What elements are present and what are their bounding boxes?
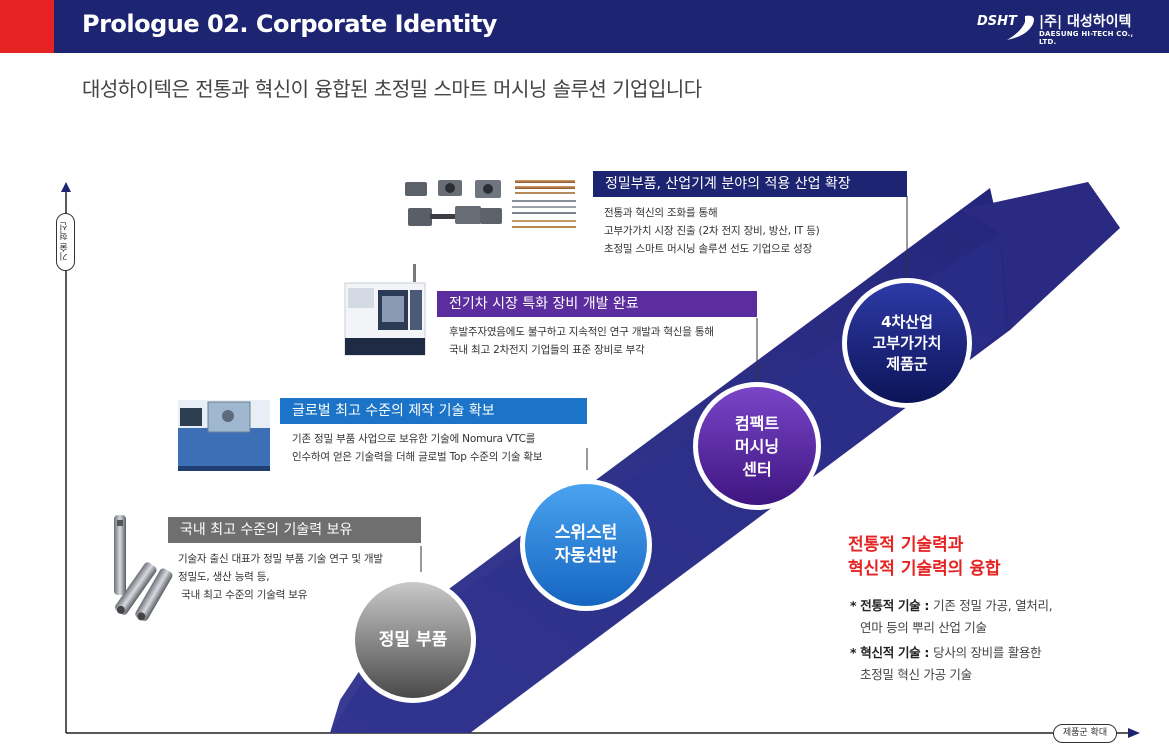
card-desc-line: 인수하여 얻은 기술력을 더해 글로벌 Top 수준의 기술 확보 [292,451,543,463]
connector-lines [420,196,908,572]
fusion-cont: 연마 등의 뿌리 산업 기술 [860,620,987,635]
fusion-bullet: * [850,645,861,660]
precision-shafts-picture [114,515,173,622]
page-title: Prologue 02. Corporate Identity [82,10,497,38]
logo-korean-name: |주| 대성하이텍 [1039,14,1132,30]
card-desc-line: 초정밀 스마트 머시닝 솔루션 선도 기업으로 성장 [604,243,813,255]
circle-precision-parts [350,577,476,703]
fusion-desc: 당사의 장비를 활용한 [933,645,1042,660]
fusion-term: 혁신적 기술 [860,645,921,660]
card-desc-line: 국내 최고 2차전지 기업들의 표준 장비로 부각 [449,344,645,356]
x-axis-label: 제품군 확대 [1053,724,1117,743]
page-subtitle: 대성하이텍은 전통과 혁신이 융합된 초정밀 스마트 머시닝 솔루션 기업입니다 [82,77,702,101]
y-axis-label: 기술 혁신 [56,213,75,271]
circle-compact-machining [693,382,821,510]
company-logo: DSHT |주| 대성하이텍 DAESUNG HI-TECH CO., LTD. [977,10,1147,46]
circle-label-high-value: 4차산업 고부가가치 제품군 [872,312,942,373]
header-bar: Prologue 02. Corporate Identity DSHT |주|… [0,0,1169,53]
card-title-expansion: 정밀부품, 산업기계 분야의 적용 산업 확장 [593,171,907,197]
circle-label-precision-parts: 정밀 부품 [378,629,448,650]
card-desc-line: 전통과 혁신의 조화를 통해 [604,207,718,219]
card-desc-line: 기술자 출신 대표가 정밀 부품 기술 연구 및 개발 [178,553,383,565]
card-title-domestic: 국내 최고 수준의 기술력 보유 [168,517,421,543]
fusion-sep: : [920,598,934,613]
circle-label-swiss-turn: 스위스턴 자동선반 [554,523,618,566]
card-desc-global: 기존 정밀 부품 사업으로 보유한 기술에 Nomura VTC를 인수하여 얻… [292,430,543,466]
industrial-parts-picture [405,180,576,228]
card-desc-expansion: 전통과 혁신의 조화를 통해 고부가가치 시장 진출 (2차 전지 장비, 방산… [604,204,820,258]
logo-swoosh-icon [1007,15,1034,40]
fusion-title: 전통적 기술력과 혁신적 기술력의 융합 [848,533,1001,581]
fusion-title-line: 혁신적 기술력의 융합 [848,559,1001,579]
fusion-cont: 초정밀 혁신 가공 기술 [860,667,972,682]
x-axis [66,728,1140,738]
fusion-sep: : [920,645,934,660]
card-desc-line: 기존 정밀 부품 사업으로 보유한 기술에 Nomura VTC를 [292,433,536,445]
fusion-desc: 기존 정밀 가공, 열처리, [933,598,1053,613]
fusion-title-line: 전통적 기술력과 [848,535,964,555]
fusion-bullet: * [850,598,861,613]
fusion-term: 전통적 기술 [860,598,921,613]
card-desc-line: 국내 최고 수준의 기술력 보유 [178,589,308,601]
logo-mark: DSHT [977,14,1017,29]
swiss-turn-lathe-picture [178,400,270,471]
circle-swiss-turn [520,479,652,611]
header-red-accent [0,0,54,53]
card-desc-line: 정밀도, 생산 능력 등, [178,571,270,583]
card-title-global: 글로벌 최고 수준의 제작 기술 확보 [280,398,587,424]
card-desc-line: 고부가가치 시장 진출 (2차 전지 장비, 방산, IT 등) [604,225,820,237]
circle-high-value [842,278,972,408]
card-title-ev: 전기차 시장 특화 장비 개발 완료 [437,291,757,317]
circle-label-compact-machining: 컴팩트 머시닝 센터 [734,413,780,479]
card-desc-line: 후발주자였음에도 불구하고 지속적인 연구 개발과 혁신을 통해 [449,326,714,338]
logo-english-name: DAESUNG HI-TECH CO., LTD. [1039,30,1134,46]
fusion-item-traditional: * 전통적 기술 : 기존 정밀 가공, 열처리, 연마 등의 뿌리 산업 기술 [850,595,1053,639]
card-desc-domestic: 기술자 출신 대표가 정밀 부품 기술 연구 및 개발 정밀도, 생산 능력 등… [178,550,383,604]
card-desc-ev: 후발주자였음에도 불구하고 지속적인 연구 개발과 혁신을 통해 국내 최고 2… [449,323,714,359]
y-axis [61,182,71,733]
fusion-item-innovative: * 혁신적 기술 : 당사의 장비를 활용한 초정밀 혁신 가공 기술 [850,642,1042,686]
machining-center-picture [344,264,426,356]
